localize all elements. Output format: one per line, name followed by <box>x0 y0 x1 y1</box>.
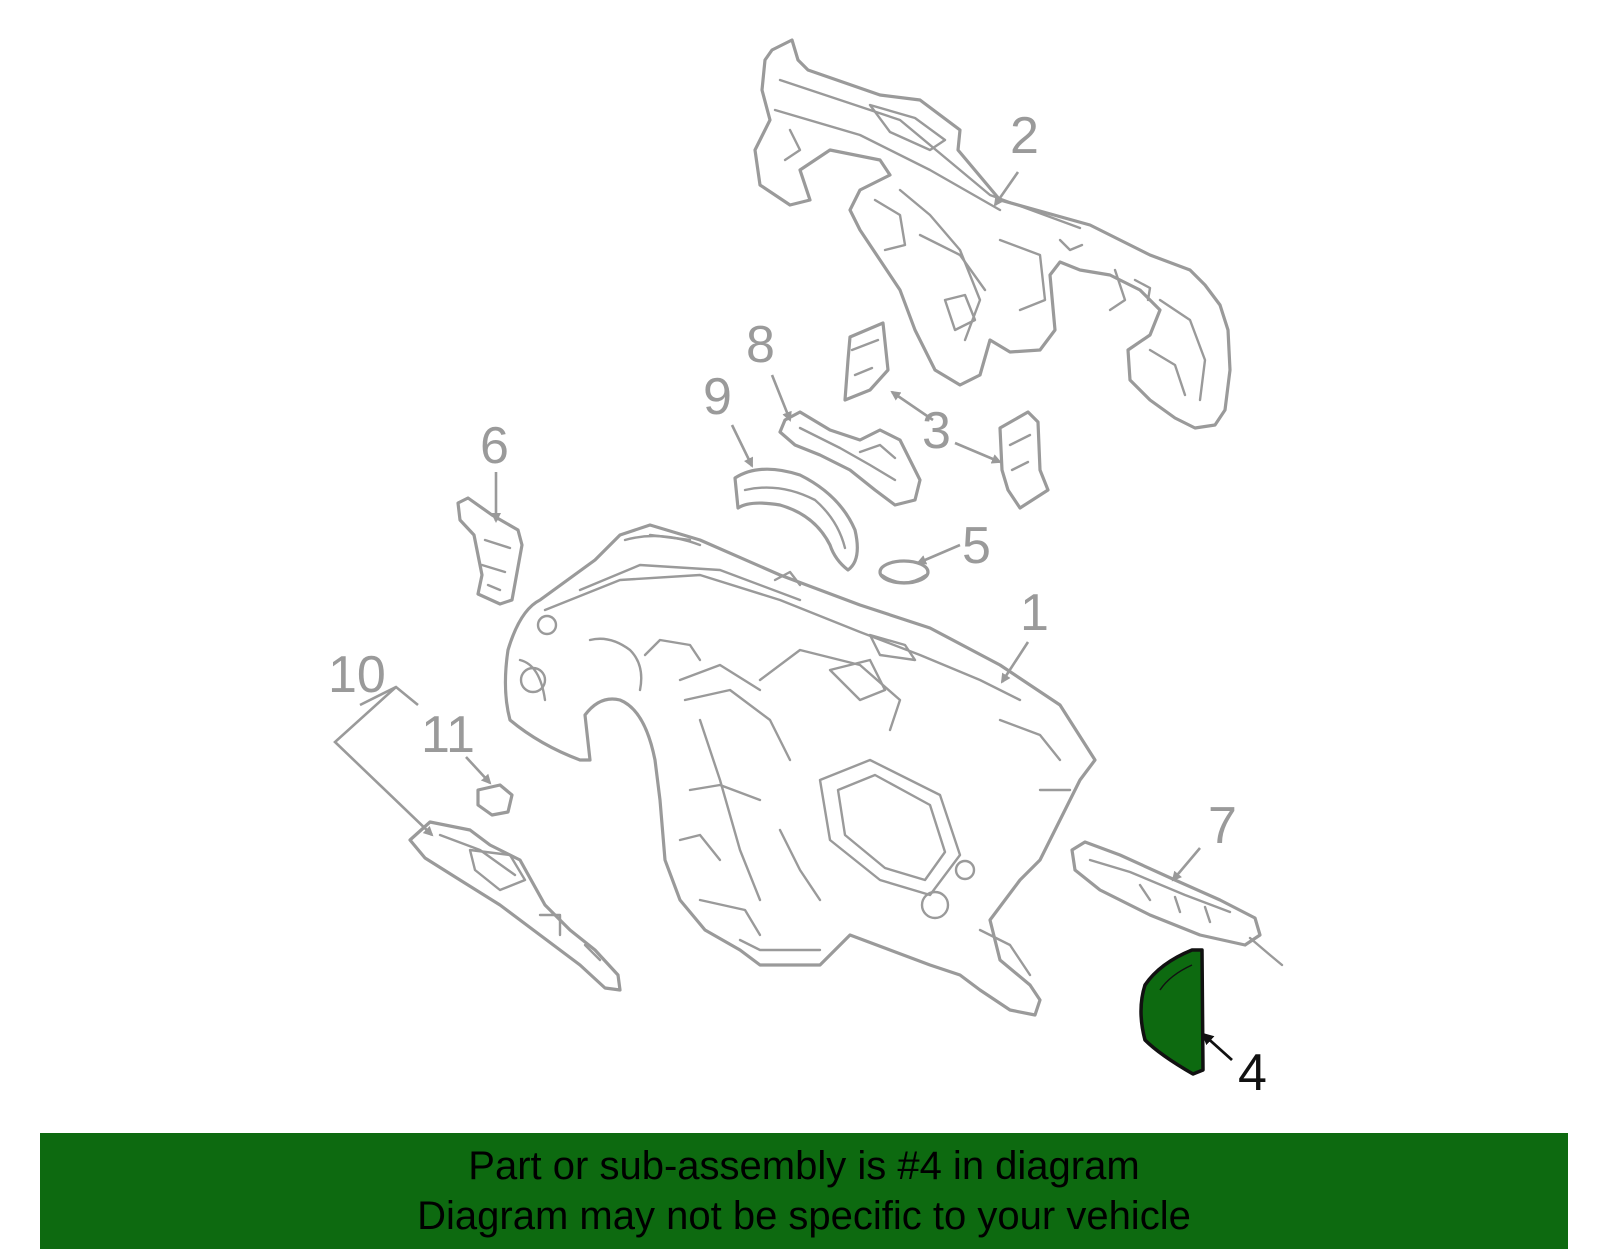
banner-line-disclaimer: Diagram may not be specific to your vehi… <box>417 1194 1191 1238</box>
part-10-glove-box[interactable] <box>408 820 622 992</box>
part-3-bracket[interactable] <box>778 410 1050 510</box>
callout-5: 5 <box>962 517 991 575</box>
part-5-vent[interactable] <box>878 559 930 585</box>
leader-lines <box>333 171 1233 1062</box>
part-1-instrument-panel[interactable] <box>503 523 1097 1017</box>
callout-1: 1 <box>1020 584 1049 642</box>
callout-4: 4 <box>1238 1044 1267 1102</box>
banner-line-part: Part or sub-assembly is #4 in diagram <box>468 1144 1140 1188</box>
part-4-trim-panel-highlighted[interactable] <box>1139 948 1205 1076</box>
callout-9: 9 <box>703 368 732 426</box>
part-11-clip[interactable] <box>476 783 514 817</box>
callout-6: 6 <box>480 417 509 475</box>
callout-7: 7 <box>1208 797 1237 855</box>
part-2-reinforcement-beam[interactable] <box>753 38 1232 430</box>
part-9-cover[interactable] <box>733 467 859 572</box>
info-banner: Part or sub-assembly is #4 in diagram Di… <box>40 1133 1568 1249</box>
part-7-side-trim[interactable] <box>1070 840 1284 967</box>
callout-10: 10 <box>328 646 386 704</box>
callout-3: 3 <box>922 402 951 460</box>
callout-8: 8 <box>746 316 775 374</box>
part-6-bracket[interactable] <box>456 496 524 606</box>
callout-2: 2 <box>1010 107 1039 165</box>
part-8-bracket[interactable] <box>843 321 890 402</box>
callout-11: 11 <box>421 706 475 764</box>
